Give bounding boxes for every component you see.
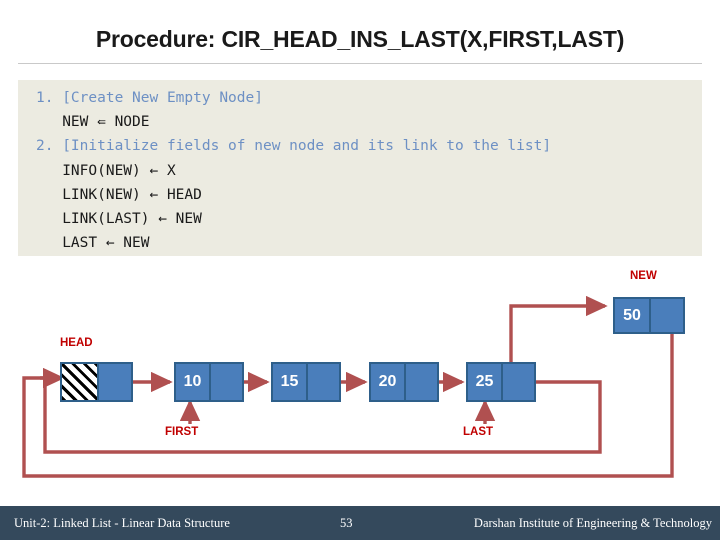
node-15-link-cell bbox=[307, 362, 341, 402]
label-head: HEAD bbox=[60, 337, 93, 349]
node-10: 10 bbox=[174, 362, 244, 402]
procedure-code-block: 1. [Create New Empty Node] NEW ⇚ NODE 2.… bbox=[18, 80, 702, 256]
node-15-value: 15 bbox=[280, 373, 299, 390]
arrow-new-to-head-outer bbox=[22, 334, 674, 478]
code-line-5: LINK(NEW) ← HEAD bbox=[18, 183, 702, 207]
code-line-4: INFO(NEW) ← X bbox=[18, 159, 702, 183]
node-50-new: 50 bbox=[613, 297, 685, 334]
code-line-3-text: 2. [Initialize fields of new node and it… bbox=[36, 138, 552, 155]
node-15-value-cell: 15 bbox=[271, 362, 308, 402]
code-line-5-text: LINK(NEW) ← HEAD bbox=[36, 186, 202, 203]
code-line-6-text: LINK(LAST) ← NEW bbox=[36, 211, 202, 228]
title-divider bbox=[18, 63, 702, 64]
slide-footer: Unit-2: Linked List - Linear Data Struct… bbox=[0, 506, 720, 540]
node-head-link-cell bbox=[98, 362, 133, 402]
node-10-value-cell: 10 bbox=[174, 362, 211, 402]
node-head bbox=[60, 362, 133, 402]
footer-unit-label: Unit-2: Linked List - Linear Data Struct… bbox=[14, 515, 230, 530]
label-new: NEW bbox=[630, 270, 657, 282]
footer-institute-label: Darshan Institute of Engineering & Techn… bbox=[473, 515, 712, 530]
label-first: FIRST bbox=[165, 426, 199, 438]
code-line-1-text: 1. [Create New Empty Node] bbox=[36, 90, 263, 106]
code-line-7-text: LAST ← NEW bbox=[36, 235, 150, 252]
label-last: LAST bbox=[463, 426, 494, 438]
node-25: 25 bbox=[466, 362, 536, 402]
node-50-value-cell: 50 bbox=[613, 297, 651, 334]
node-20-link-cell bbox=[405, 362, 439, 402]
code-line-4-text: INFO(NEW) ← X bbox=[36, 162, 176, 179]
code-line-7: LAST ← NEW bbox=[18, 231, 702, 255]
node-15: 15 bbox=[271, 362, 341, 402]
code-line-2-text: NEW ⇚ NODE bbox=[36, 114, 150, 131]
node-25-value: 25 bbox=[475, 373, 494, 390]
code-line-2: NEW ⇚ NODE bbox=[18, 110, 702, 134]
node-50-link-cell bbox=[650, 297, 685, 334]
node-50-value: 50 bbox=[623, 306, 641, 324]
code-line-1: 1. [Create New Empty Node] bbox=[18, 86, 702, 110]
node-head-hatched-cell bbox=[60, 362, 99, 402]
page-title: Procedure: CIR_HEAD_INS_LAST(X,FIRST,LAS… bbox=[95, 26, 625, 52]
node-25-value-cell: 25 bbox=[466, 362, 503, 402]
node-10-value: 10 bbox=[183, 373, 202, 390]
footer-page-number: 53 bbox=[340, 515, 353, 530]
node-25-link-cell bbox=[502, 362, 536, 402]
diagram-connectors bbox=[22, 295, 674, 478]
code-line-6: LINK(LAST) ← NEW bbox=[18, 207, 702, 231]
node-20-value-cell: 20 bbox=[369, 362, 406, 402]
node-10-link-cell bbox=[210, 362, 244, 402]
node-20-value: 20 bbox=[378, 373, 397, 390]
linked-list-diagram: NEW 50 HEAD 10 15 bbox=[0, 256, 720, 506]
arrow-25-to-new bbox=[509, 295, 608, 364]
code-line-3: 2. [Initialize fields of new node and it… bbox=[18, 134, 702, 158]
node-20: 20 bbox=[369, 362, 439, 402]
